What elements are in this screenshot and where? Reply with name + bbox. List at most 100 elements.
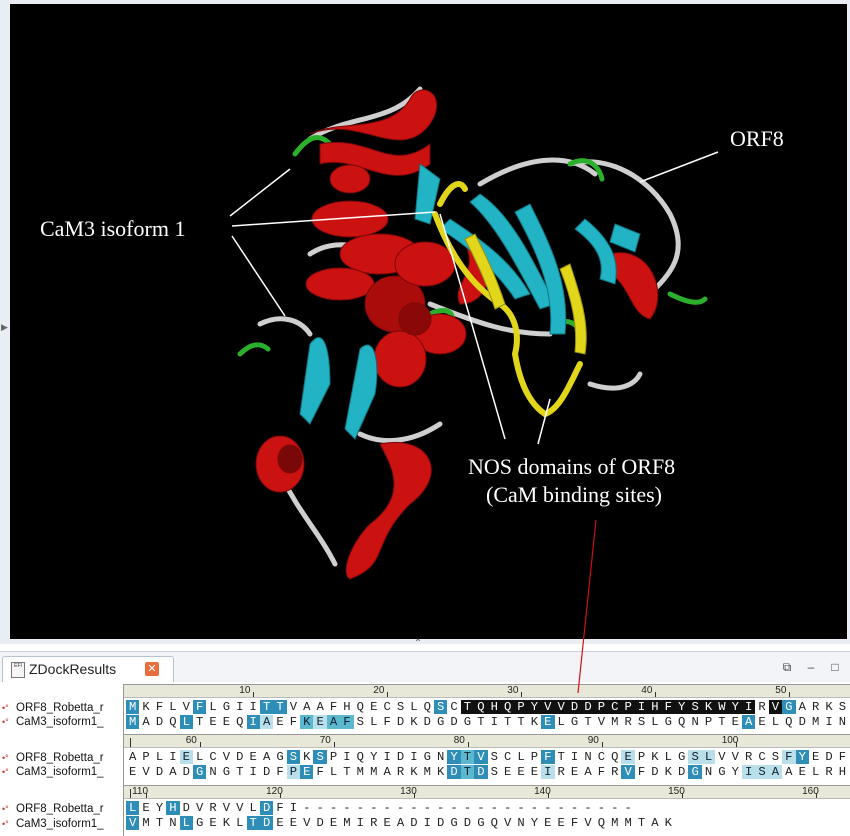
panel-split-handle-icon[interactable]: ⌃ [413, 638, 423, 649]
residue: T [460, 750, 475, 764]
residue: D [179, 765, 193, 779]
structure-viewer-frame: CaM3 isoform 1 ORF8 NOS domains of ORF8 … [0, 0, 850, 644]
residue: Y [795, 750, 809, 764]
residue: E [728, 715, 742, 729]
residue: - [487, 801, 501, 815]
residue: E [179, 750, 193, 764]
residue: M [420, 765, 434, 779]
residue: K [407, 765, 421, 779]
residue: W [715, 700, 729, 714]
residue: F [286, 715, 301, 729]
residue: T [554, 750, 568, 764]
residue: A [782, 765, 796, 779]
residue: G [447, 816, 461, 830]
maximize-icon[interactable]: □ [831, 660, 839, 674]
residue: A [648, 816, 662, 830]
residue: I [567, 750, 582, 764]
residue: Y [367, 750, 381, 764]
sequence-name-cam3[interactable]: •°CaM3_isoform1_ [2, 766, 104, 778]
residue: K [219, 816, 234, 830]
sequence-name-orf8[interactable]: •°ORF8_Robetta_r [2, 803, 104, 815]
residue: E [527, 765, 542, 779]
restore-icon[interactable]: ⧉ [782, 660, 792, 674]
residue: - [514, 801, 528, 815]
residue: C [206, 750, 220, 764]
residue: C [447, 700, 461, 714]
residue: E [219, 715, 234, 729]
minimize-icon[interactable]: ‒ [807, 660, 815, 674]
residue: M [367, 765, 381, 779]
sequence-name-orf8[interactable]: •°ORF8_Robetta_r [2, 752, 104, 764]
residue: V [768, 700, 783, 714]
sequence-node-icon: •° [2, 767, 9, 777]
ruler-number: 30 [507, 685, 519, 696]
expand-left-icon[interactable]: ▶ [1, 322, 8, 332]
residue: G [661, 715, 676, 729]
tab-zdockresults[interactable]: EFI ZDockResults ✕ [2, 656, 174, 682]
residue: M [608, 715, 622, 729]
ruler-number: 70 [319, 735, 331, 746]
residue: K [433, 765, 448, 779]
residue: F [661, 700, 676, 714]
residue: P [634, 750, 649, 764]
3d-structure-viewport[interactable]: CaM3 isoform 1 ORF8 NOS domains of ORF8 … [10, 4, 847, 639]
ruler-number: 160 [802, 786, 819, 797]
residue: I [246, 765, 260, 779]
residue: Q [608, 750, 622, 764]
residue: F [273, 765, 287, 779]
residue: - [380, 801, 394, 815]
residue: M [808, 715, 823, 729]
sequence-name-cam3[interactable]: •°CaM3_isoform1_ [2, 716, 104, 728]
residue: D [420, 715, 434, 729]
residue: V [621, 765, 635, 779]
residue: M [126, 715, 140, 729]
close-icon[interactable]: ✕ [145, 662, 159, 676]
ruler-tick [467, 742, 469, 747]
residue: L [179, 816, 193, 830]
nos-strand-2 [559, 263, 587, 355]
residue: I [487, 715, 501, 729]
residue: Q [474, 700, 488, 714]
residue: D [152, 765, 167, 779]
residue: I [741, 700, 756, 714]
residue: - [581, 801, 595, 815]
residue: E [126, 765, 140, 779]
sequence-node-icon: •° [2, 804, 9, 814]
residue: K [701, 700, 716, 714]
protein-ribbon-render [229, 86, 719, 580]
residue: M [621, 816, 635, 830]
residue: S [634, 715, 649, 729]
residue: D [447, 715, 461, 729]
residue: - [367, 801, 381, 815]
residue: T [273, 700, 287, 714]
residue: F [192, 700, 207, 714]
sequence-node-icon: •° [2, 703, 9, 713]
residue: H [487, 700, 501, 714]
residue: E [206, 816, 220, 830]
sequence-name-orf8[interactable]: •°ORF8_Robetta_r [2, 702, 104, 714]
residue: I [822, 715, 836, 729]
residue: E [139, 801, 153, 815]
ruler-tick [333, 742, 335, 747]
sequence-name-cam3[interactable]: •°CaM3_isoform1_ [2, 818, 104, 830]
residue: V [715, 750, 729, 764]
residue: E [326, 816, 341, 830]
residue: V [594, 715, 609, 729]
residue: T [514, 715, 528, 729]
residue: R [755, 700, 769, 714]
sequence-node-icon: •° [2, 753, 9, 763]
residue: G [273, 750, 287, 764]
residue: N [514, 816, 528, 830]
residue: Y [728, 700, 742, 714]
residue: L [768, 715, 783, 729]
residue: F [273, 801, 287, 815]
